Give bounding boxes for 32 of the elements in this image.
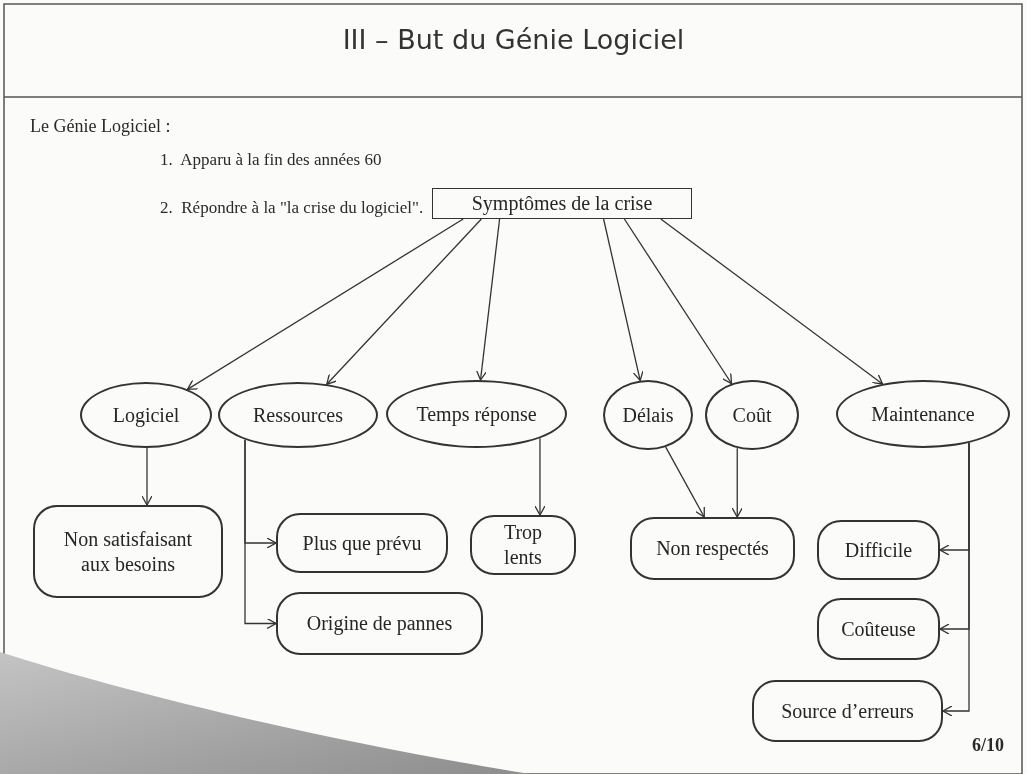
category-ellipse: Délais — [603, 380, 693, 450]
category-ellipse: Logiciel — [80, 382, 212, 448]
rounded-box: Trop lents — [470, 515, 576, 575]
category-ellipse: Ressources — [218, 382, 378, 448]
arrow — [623, 218, 733, 385]
arrow — [660, 218, 884, 385]
slide-title: III – But du Génie Logiciel — [341, 24, 686, 55]
arrow — [244, 439, 277, 630]
page-number: 6/10 — [972, 735, 1004, 756]
rounded-box: Source d’erreurs — [752, 680, 943, 742]
rounded-box: Coûteuse — [817, 598, 940, 660]
arrow — [326, 218, 483, 385]
rounded-box: Non satisfaisant aux besoins — [33, 505, 223, 598]
category-ellipse: Temps réponse — [386, 380, 567, 448]
arrow — [186, 218, 464, 390]
arrow — [602, 218, 644, 382]
text-line: 1. Apparu à la fin des années 60 — [160, 150, 382, 170]
heading-box: Symptômes de la crise — [432, 188, 692, 219]
category-ellipse: Coût — [705, 380, 799, 450]
text-line: Le Génie Logiciel : — [30, 116, 171, 137]
arrow — [942, 442, 970, 717]
arrow — [475, 218, 501, 381]
rounded-box: Plus que prévu — [276, 513, 448, 573]
arrow — [731, 447, 743, 518]
arrow — [534, 437, 546, 516]
rounded-box: Difficile — [817, 520, 940, 580]
text-line: 2. Répondre à la "la crise du logiciel". — [160, 198, 424, 218]
rounded-box: Origine de pannes — [276, 592, 483, 655]
arrow — [665, 446, 705, 518]
category-ellipse: Maintenance — [836, 380, 1010, 448]
rounded-box: Non respectés — [630, 517, 795, 580]
arrow — [141, 447, 153, 506]
